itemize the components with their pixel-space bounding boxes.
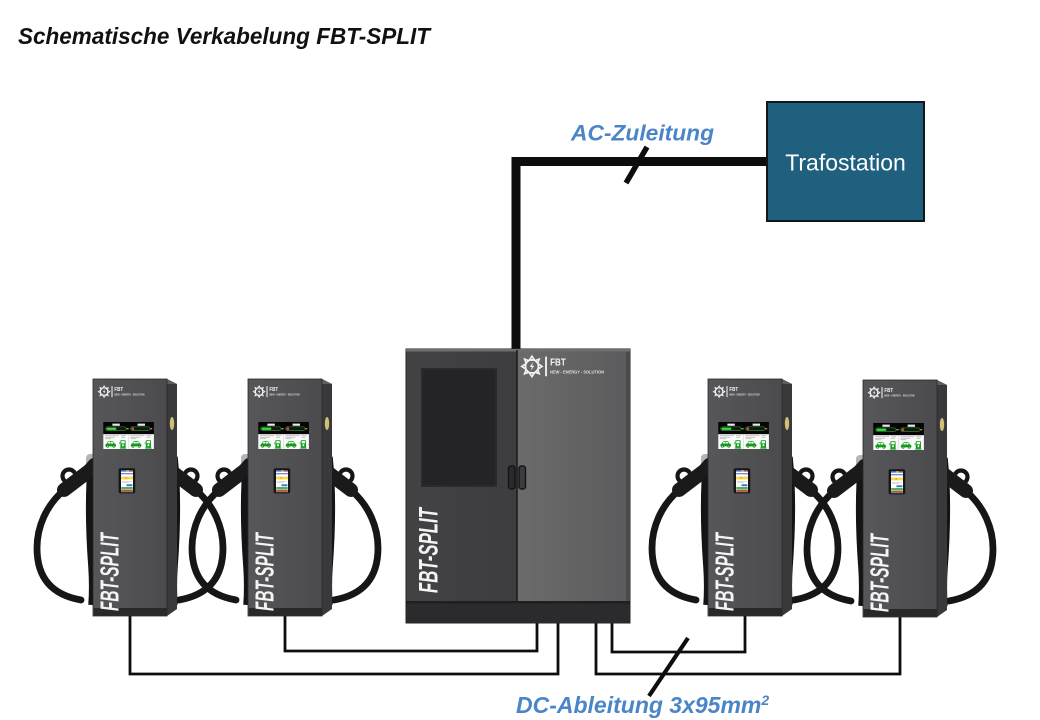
svg-text:DC-Ableitung 3x95mm2: DC-Ableitung 3x95mm2 [516,692,769,718]
svg-text:AC-Zuleitung: AC-Zuleitung [570,121,715,146]
svg-text:FBT-SPLIT: FBT-SPLIT [414,506,444,593]
svg-text:Trafostation: Trafostation [785,150,906,176]
svg-text:Schematische Verkabelung FBT-S: Schematische Verkabelung FBT-SPLIT [18,23,432,49]
